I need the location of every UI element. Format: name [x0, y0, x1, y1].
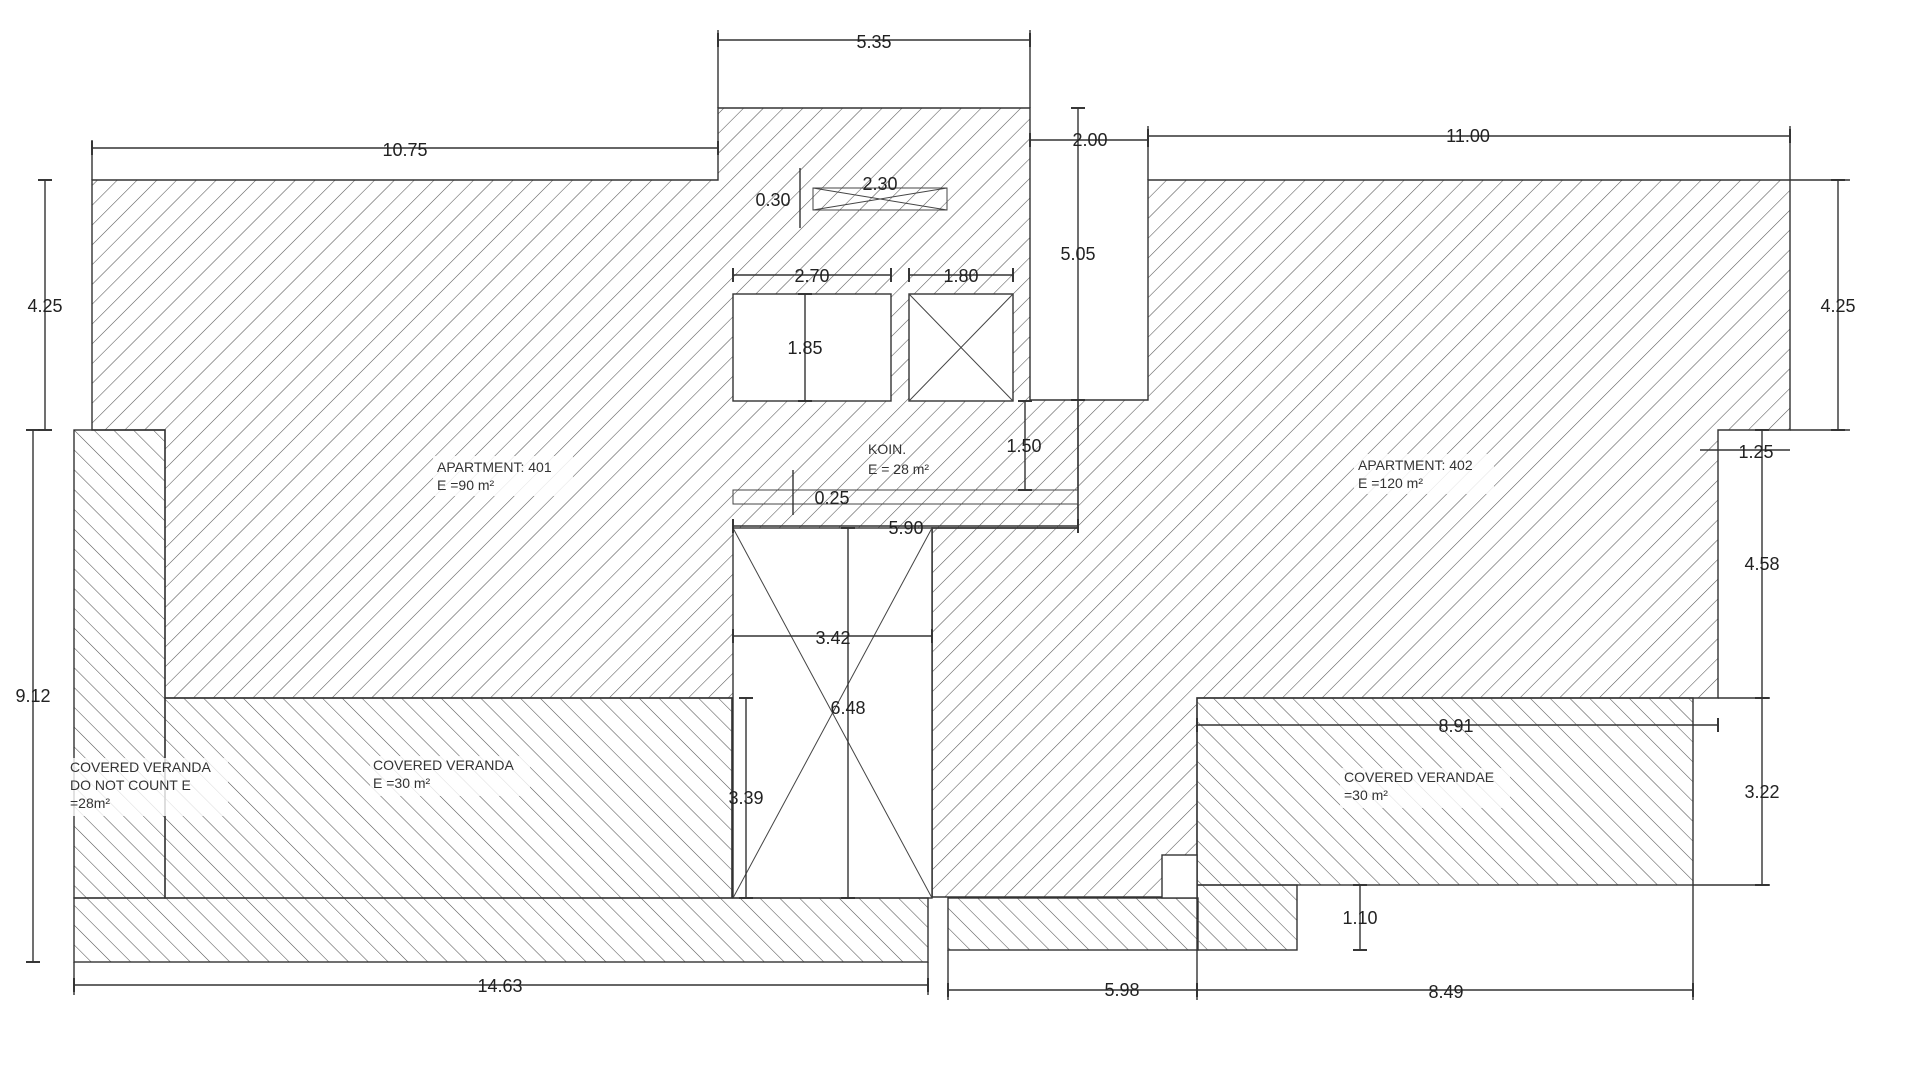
dim-core-height: 5.05 [1060, 244, 1095, 264]
dim-left-total-height: 9.12 [15, 686, 50, 706]
veranda-left-name: COVERED VERANDA [373, 757, 514, 773]
dim-shaft-top-width: 5.90 [888, 518, 923, 538]
dimension-lines [26, 30, 1850, 1000]
dim-veranda-right-height: 3.22 [1744, 782, 1779, 802]
dim-room-a-width: 2.70 [794, 266, 829, 286]
veranda-side-label-1: COVERED VERANDA [70, 759, 211, 775]
dim-gap-width: 2.00 [1072, 130, 1107, 150]
dimension-texts: 5.35 10.75 11.00 2.00 4.25 4.25 5.05 0.3… [15, 32, 1855, 1002]
dim-bottom-right-width: 8.49 [1428, 982, 1463, 1002]
bottom-mid-strip [947, 897, 1199, 951]
step-block [1196, 884, 1298, 951]
apt401-area: E =90 m² [437, 477, 495, 493]
dim-right-mid-height: 4.58 [1744, 554, 1779, 574]
veranda-left-area: E =30 m² [373, 775, 431, 791]
dim-shaft-width: 3.42 [815, 628, 850, 648]
room-a [732, 293, 892, 402]
koin-name: KOIN. [868, 441, 906, 457]
dim-right-offset: 1.25 [1738, 442, 1773, 462]
dim-bottom-mid-width: 5.98 [1104, 980, 1139, 1000]
dim-top-width: 5.35 [856, 32, 891, 52]
bottom-left-strip [73, 897, 929, 963]
dim-left-height: 4.25 [27, 296, 62, 316]
slot-opening [812, 187, 948, 211]
ledge-strip [732, 489, 1079, 505]
dim-veranda-right-width: 8.91 [1438, 716, 1473, 736]
room-labels: APARTMENT: 401 E =90 m² APARTMENT: 402 E… [68, 441, 1510, 816]
dim-step-height: 1.10 [1342, 908, 1377, 928]
dim-bottom-left-width: 14.63 [477, 976, 522, 996]
veranda-left [164, 697, 733, 899]
dim-slot-height: 0.30 [755, 190, 790, 210]
small-pier [1161, 854, 1198, 899]
dim-room-b-width: 1.80 [943, 266, 978, 286]
dim-veranda-left-height: 3.39 [728, 788, 763, 808]
veranda-right-name: COVERED VERANDAE [1344, 769, 1494, 785]
veranda-side [73, 429, 166, 899]
veranda-right-area: =30 m² [1344, 787, 1388, 803]
dim-shaft-height: 6.48 [830, 698, 865, 718]
veranda-side-label-2: DO NOT COUNT E [70, 777, 191, 793]
veranda-side-label-3: =28m² [70, 795, 110, 811]
apt402-name: APARTMENT: 402 [1358, 457, 1473, 473]
apt401-name: APARTMENT: 401 [437, 459, 552, 475]
koin-area: E = 28 m² [868, 461, 929, 477]
dim-left-width: 10.75 [382, 140, 427, 160]
dim-right-width: 11.00 [1446, 126, 1490, 146]
apt402-area: E =120 m² [1358, 475, 1423, 491]
dim-slot-width: 2.30 [862, 174, 897, 194]
dim-room-a-height: 1.85 [787, 338, 822, 358]
dim-ledge: 0.25 [814, 488, 849, 508]
dim-koin-height: 1.50 [1006, 436, 1041, 456]
dim-right-height: 4.25 [1820, 296, 1855, 316]
